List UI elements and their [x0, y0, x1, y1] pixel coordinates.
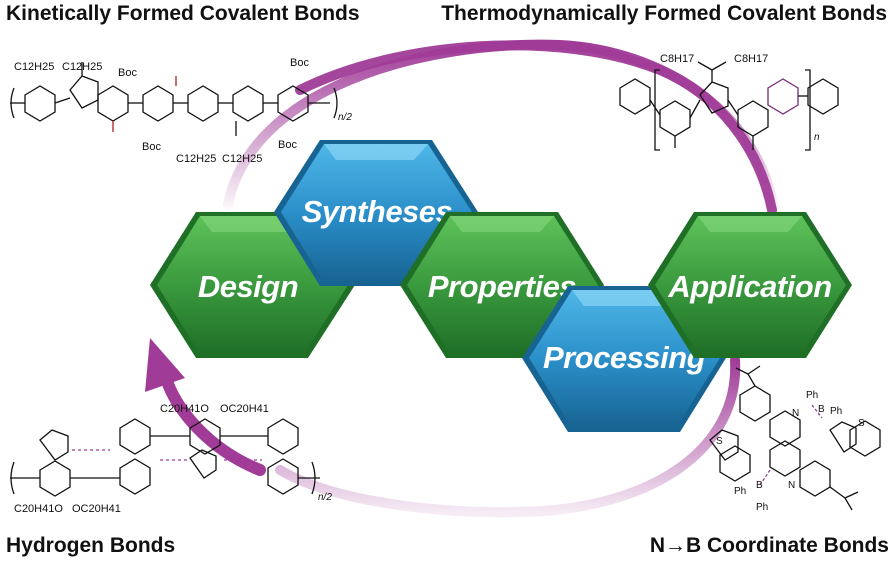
chem-br-label-9: S — [716, 436, 723, 447]
title-kinetic-covalent: Kinetically Formed Covalent Bonds — [6, 2, 360, 25]
structure-hydrogen-bonds — [10, 418, 320, 497]
chem-tl-label-6: Boc — [278, 139, 297, 151]
chem-bl-label-4: OC20H41 — [72, 503, 121, 515]
chem-tl-label-9: n/2 — [338, 112, 352, 123]
chem-bl-label-3: C20H41O — [14, 503, 63, 515]
title-hydrogen-bonds: Hydrogen Bonds — [6, 534, 176, 557]
chem-tr-label-3: n — [814, 132, 820, 143]
chem-tr-label-1: C8H17 — [660, 53, 694, 65]
chem-tr-label-2: C8H17 — [734, 53, 768, 65]
chem-br-label-7: N — [792, 408, 799, 419]
cycle-arc-top-solid — [295, 40, 777, 215]
chem-tl-label-8: C12H25 — [222, 153, 262, 165]
hex-design-label: Design — [198, 269, 298, 304]
chem-br-label-2: Ph — [830, 406, 842, 417]
chem-tl-label-1: C12H25 — [14, 61, 54, 73]
structure-nb-coordinate — [709, 365, 881, 511]
chem-bl-label-2: OC20H41 — [220, 403, 269, 415]
cycle-arc-left — [159, 369, 266, 476]
structure-thermodynamic-covalent — [619, 61, 839, 151]
chem-tl-label-7: C12H25 — [176, 153, 216, 165]
chem-bl-label-5: n/2 — [318, 492, 332, 503]
hex-application: Application — [648, 212, 852, 358]
chem-br-label-5: B — [818, 404, 825, 415]
hex-processing-label: Processing — [543, 340, 706, 375]
cycle-arc-right — [275, 355, 741, 518]
chem-br-label-1: Ph — [806, 390, 818, 401]
chem-tl-label-4: Boc — [290, 57, 309, 69]
chem-tl-label-5: Boc — [142, 141, 161, 153]
structure-kinetic-covalent — [10, 62, 338, 136]
chem-bl-label-1: C20H41O — [160, 403, 209, 415]
chem-br-label-4: Ph — [756, 502, 768, 513]
chem-br-label-10: S — [858, 418, 865, 429]
title-thermodynamic-covalent: Thermodynamically Formed Covalent Bonds — [441, 2, 887, 25]
cycle-arrow — [145, 39, 780, 518]
hex-properties-label: Properties — [428, 269, 577, 304]
cycle-arrowhead — [145, 338, 185, 392]
hex-application-label: Application — [667, 269, 831, 304]
title-nb-coordinate: N→B Coordinate Bonds — [649, 534, 889, 557]
chem-tl-label-2: C12H25 — [62, 61, 102, 73]
hex-syntheses-label: Syntheses — [302, 194, 453, 229]
chem-br-label-8: N — [788, 480, 795, 491]
chem-tl-label-3: Boc — [118, 67, 137, 79]
chem-br-label-6: B — [756, 480, 763, 491]
chem-br-label-3: Ph — [734, 486, 746, 497]
